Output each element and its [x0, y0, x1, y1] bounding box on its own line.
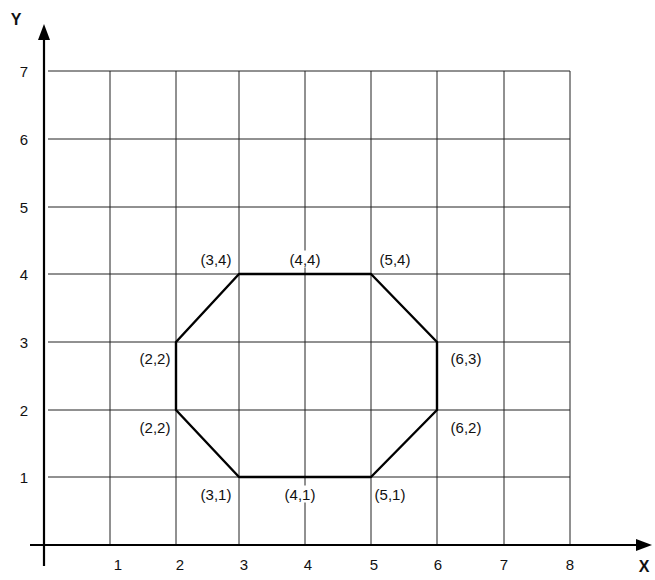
- point-label: (3,1): [199, 486, 234, 503]
- axis-label: X: [637, 558, 652, 576]
- point-label: (5,4): [378, 251, 413, 268]
- tick-number: 4: [18, 266, 30, 283]
- point-label: (3,4): [199, 251, 234, 268]
- tick-number: 2: [174, 556, 186, 573]
- tick-number: 4: [302, 556, 314, 573]
- point-label: (2,2): [138, 350, 173, 367]
- point-label: (4,4): [288, 251, 323, 268]
- point-label: (5,1): [373, 486, 408, 503]
- x-arrowhead: [636, 539, 652, 551]
- tick-number: 5: [368, 556, 380, 573]
- tick-number: 7: [18, 63, 30, 80]
- grid-lines: [48, 71, 570, 545]
- tick-number: 6: [18, 131, 30, 148]
- tick-number: 3: [238, 556, 250, 573]
- tick-number: 8: [564, 556, 576, 573]
- octagon-outline: [176, 274, 437, 477]
- y-arrowhead: [38, 24, 50, 40]
- tick-number: 6: [432, 556, 444, 573]
- point-label: (6,2): [449, 419, 484, 436]
- tick-number: 7: [498, 556, 510, 573]
- tick-number: 2: [18, 402, 30, 419]
- tick-number: 5: [18, 199, 30, 216]
- point-label: (4,1): [283, 486, 318, 503]
- point-label: (6,3): [449, 350, 484, 367]
- axis-label: Y: [9, 11, 24, 29]
- tick-number: 1: [18, 469, 30, 486]
- tick-number: 3: [18, 334, 30, 351]
- tick-number: 1: [112, 556, 124, 573]
- axes: [30, 30, 646, 566]
- point-label: (2,2): [138, 419, 173, 436]
